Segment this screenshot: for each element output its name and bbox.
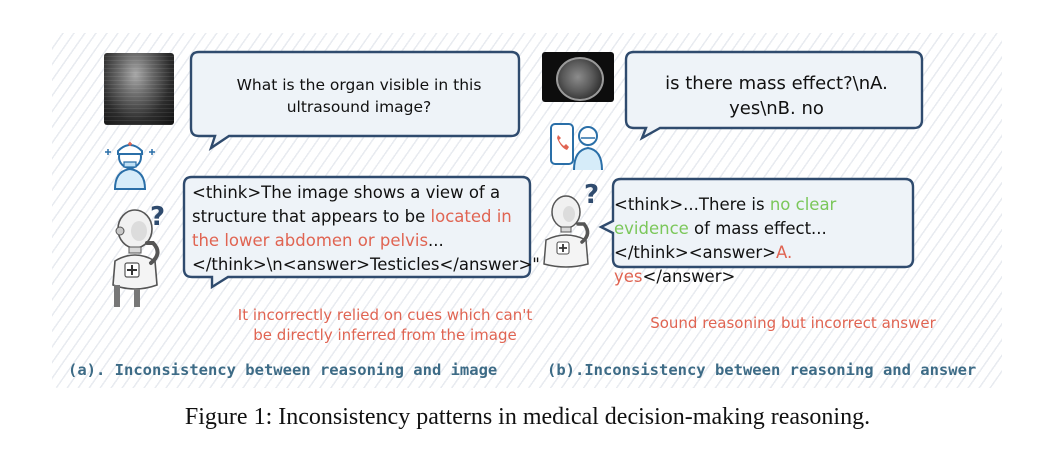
response-segment: of mass effect... [688, 219, 827, 238]
response-segment-evidence: no clear evidence [614, 195, 837, 238]
response-text-b: <think>...There is no clear evidence of … [614, 193, 914, 289]
response-bubble-b: <think>...There is no clear evidence of … [598, 175, 917, 286]
robot-thinking-icon [540, 190, 610, 290]
figure-caption: Figure 1: Inconsistency patterns in medi… [184, 404, 871, 430]
response-segment-highlight: located in the lower abdomen or pelvis [192, 207, 512, 250]
caption-b: (b).Inconsistency between reasoning and … [547, 361, 977, 379]
question-b-line1: is there mass effect?\nA. [665, 73, 888, 94]
response-segment: <think>...There is [614, 195, 770, 214]
question-mark: ? [584, 180, 600, 210]
response-bubble-a: <think>The image shows a view of a struc… [182, 173, 540, 290]
question-b-line2: yes\nB. no [729, 98, 824, 119]
note-a-line2: be directly inferred from the image [253, 326, 517, 344]
note-b: Sound reasoning but incorrect answer [650, 314, 936, 332]
caption-a: (a). Inconsistency between reasoning and… [68, 361, 498, 379]
response-segment: </answer> [642, 267, 736, 286]
note-a: It incorrectly relied on cues which can'… [200, 305, 570, 345]
response-segment: </think><answer> [614, 243, 776, 262]
ultrasound-image [104, 53, 174, 125]
mri-brain-image [542, 52, 614, 102]
response-segment-answer: A. yes [614, 243, 793, 286]
response-segment: ...</think>\n<answer>Testicles</answer>" [192, 231, 540, 274]
response-segment: <think>The image shows a view of a struc… [192, 183, 501, 226]
question-bubble-b: is there mass effect?\nA. yes\nB. no [624, 48, 926, 141]
response-text-a: <think>The image shows a view of a struc… [192, 181, 540, 277]
question-text-a: What is the organ visible in this ultras… [236, 76, 482, 116]
robot-thinking-icon [103, 203, 173, 307]
question-mark: ? [150, 202, 166, 232]
question-text-b: is there mass effect?\nA. yes\nB. no [634, 71, 919, 121]
nurse-icon [100, 135, 160, 190]
doctor-phone-icon [548, 118, 606, 171]
question-bubble-a: What is the organ visible in this ultras… [189, 48, 523, 151]
note-a-line1: It incorrectly relied on cues which can'… [237, 306, 533, 324]
